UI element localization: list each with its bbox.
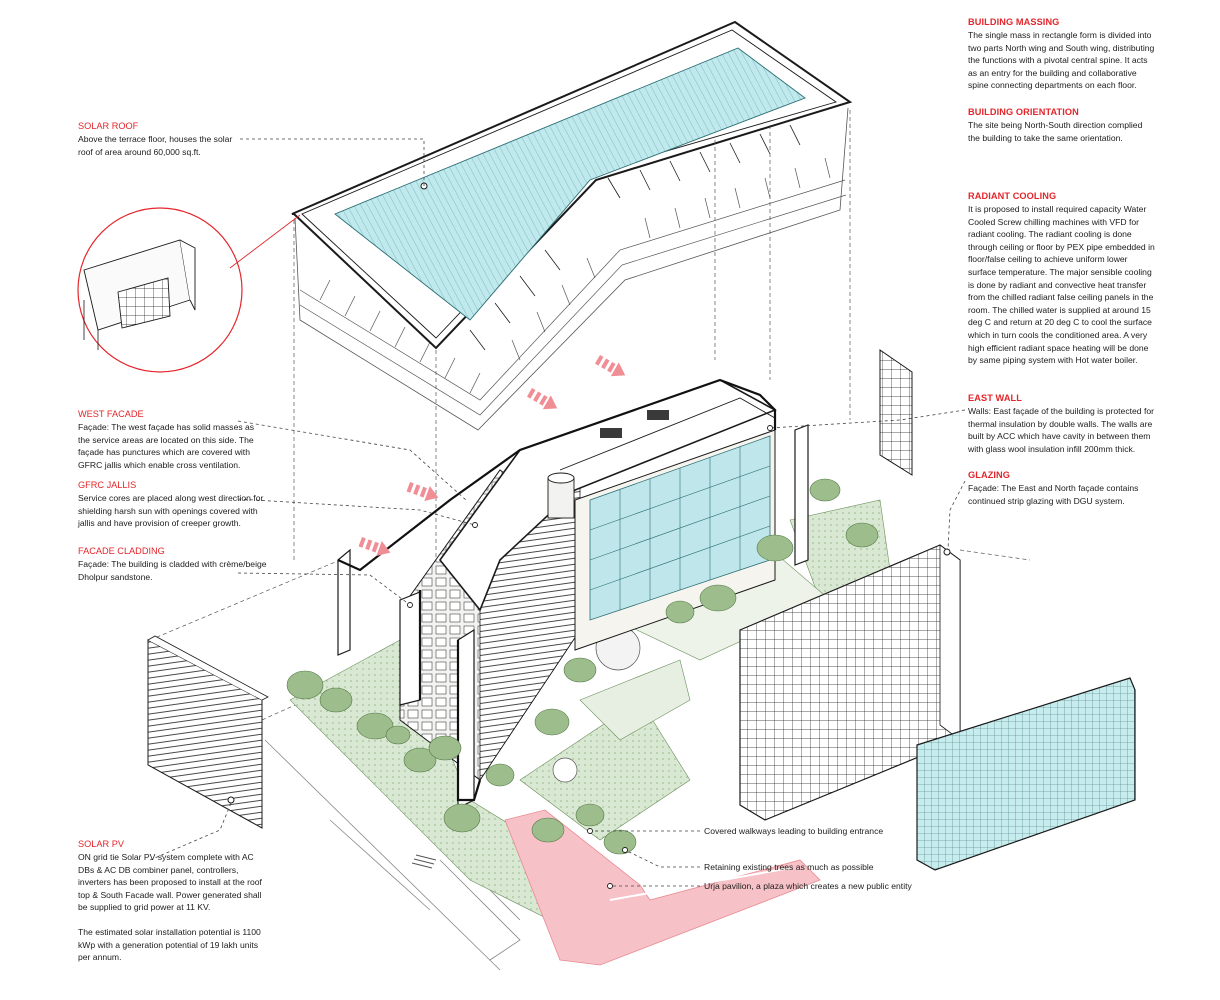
note-west-facade: WEST FACADE Façade: The west façade has … (78, 408, 266, 471)
note-body: Façade: The East and North façade contai… (968, 483, 1139, 506)
note-body: Above the terrace floor, houses the sola… (78, 134, 233, 157)
glazing-panel (916, 677, 1136, 871)
detail-circle (77, 207, 301, 373)
note-heading: WEST FACADE (78, 409, 144, 419)
note-facade-cladding: FACADE CLADDING Façade: The building is … (78, 545, 268, 583)
note-solar-pv: SOLAR PV ON grid tie Solar PV system com… (78, 838, 270, 964)
leader-lines (149, 138, 966, 887)
note-body-2: The estimated solar installation potenti… (78, 926, 261, 963)
note-heading: BUILDING MASSING (968, 17, 1060, 27)
note-heading: EAST WALL (968, 393, 1022, 403)
callout-walkways: Covered walkways leading to building ent… (704, 826, 884, 836)
main-building (337, 378, 809, 809)
note-body: Façade: The west façade has solid masses… (78, 422, 255, 470)
note-heading: SOLAR PV (78, 839, 124, 849)
solar-pv-panel (147, 635, 269, 829)
note-body: It is proposed to install required capac… (968, 204, 1155, 366)
note-body: The site being North-South direction com… (968, 120, 1143, 143)
note-heading: RADIANT COOLING (968, 191, 1057, 201)
solar-roof (291, 20, 853, 431)
note-heading: GFRC JALLIS (78, 480, 137, 490)
callout-pavilion: Urja pavilion, a plaza which creates a n… (704, 881, 912, 891)
note-solar-roof: SOLAR ROOF Above the terrace floor, hous… (78, 120, 246, 158)
note-body: Service cores are placed along west dire… (78, 493, 264, 529)
callout-trees: Retaining existing trees as much as poss… (704, 862, 874, 872)
trees (286, 478, 879, 855)
east-wall-panel (739, 544, 961, 821)
east-wall-upper-panel (879, 349, 913, 476)
leader-dots (407, 425, 773, 889)
note-building-orientation: BUILDING ORIENTATION The site being Nort… (968, 106, 1156, 144)
wind-arrow-icons (358, 355, 626, 557)
note-body: Façade: The building is cladded with crè… (78, 559, 267, 582)
note-body: The single mass in rectangle form is div… (968, 30, 1155, 91)
note-radiant-cooling: RADIANT COOLING It is proposed to instal… (968, 190, 1156, 367)
note-glazing: GLAZING Façade: The East and North façad… (968, 469, 1148, 507)
note-east-wall: EAST WALL Walls: East façade of the buil… (968, 392, 1160, 455)
note-building-massing: BUILDING MASSING The single mass in rect… (968, 16, 1156, 92)
note-heading: BUILDING ORIENTATION (968, 107, 1079, 117)
note-heading: SOLAR ROOF (78, 121, 139, 131)
note-body: ON grid tie Solar PV system complete wit… (78, 852, 262, 913)
note-body: Walls: East façade of the building is pr… (968, 406, 1154, 454)
pink-walkway (504, 809, 821, 966)
note-gfrc-jallis: GFRC JALLIS Service cores are placed alo… (78, 479, 272, 530)
note-heading: FACADE CLADDING (78, 546, 165, 556)
note-heading: GLAZING (968, 470, 1011, 480)
